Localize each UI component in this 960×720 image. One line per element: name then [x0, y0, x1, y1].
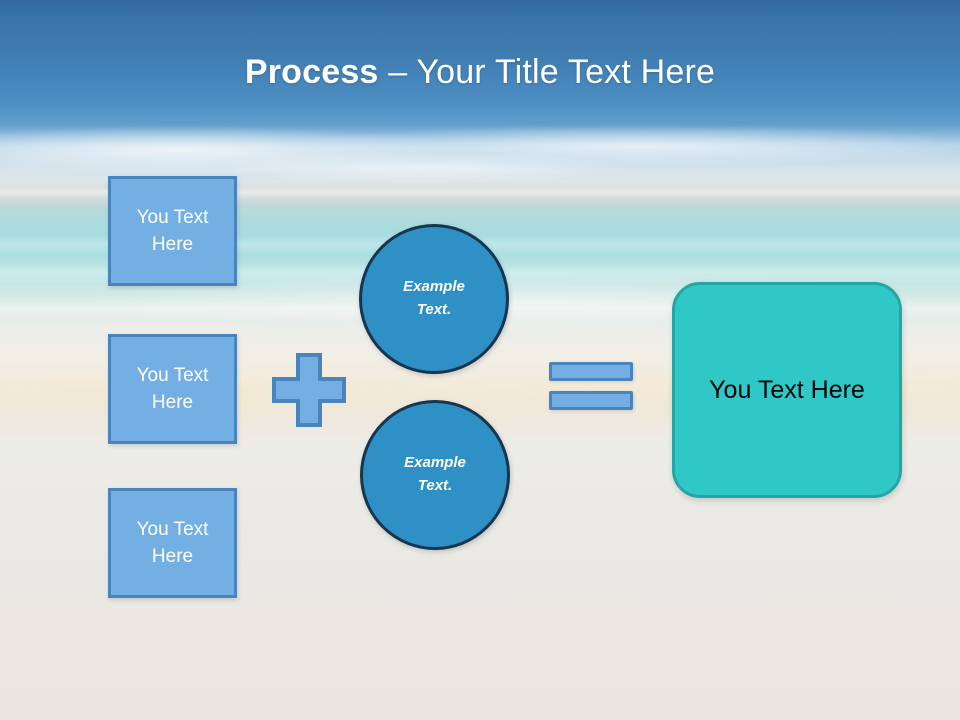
input-box-3-line2: Here: [151, 546, 194, 567]
result-box-label: You Text Here: [709, 376, 865, 404]
result-box[interactable]: You Text Here: [672, 282, 902, 498]
page-title-rest: – Your Title Text Here: [378, 53, 716, 91]
example-circle-1[interactable]: Example Text.: [359, 224, 509, 374]
page-title-strong: Process: [244, 53, 379, 91]
input-box-2-line1: You Text: [136, 365, 209, 386]
input-box-3[interactable]: You Text Here: [108, 488, 237, 598]
equals-bar-top: [549, 362, 633, 381]
example-circle-2[interactable]: Example Text.: [360, 400, 510, 550]
input-box-1-line1: You Text: [136, 207, 209, 228]
input-box-1[interactable]: You Text Here: [108, 176, 237, 286]
plus-icon: [271, 352, 347, 428]
example-circle-1-line2: Text.: [416, 301, 452, 318]
equals-icon: [549, 362, 633, 410]
example-circle-1-line1: Example: [403, 278, 465, 295]
input-box-1-line2: Here: [151, 234, 194, 255]
input-box-3-line1: You Text: [136, 519, 209, 540]
page-title: Process – Your Title Text Here: [0, 50, 960, 94]
example-circle-2-line1: Example: [404, 454, 466, 471]
input-box-2[interactable]: You Text Here: [108, 334, 237, 444]
equals-bar-bottom: [549, 391, 633, 410]
example-circle-2-line2: Text.: [417, 477, 453, 494]
input-box-2-line2: Here: [151, 392, 194, 413]
